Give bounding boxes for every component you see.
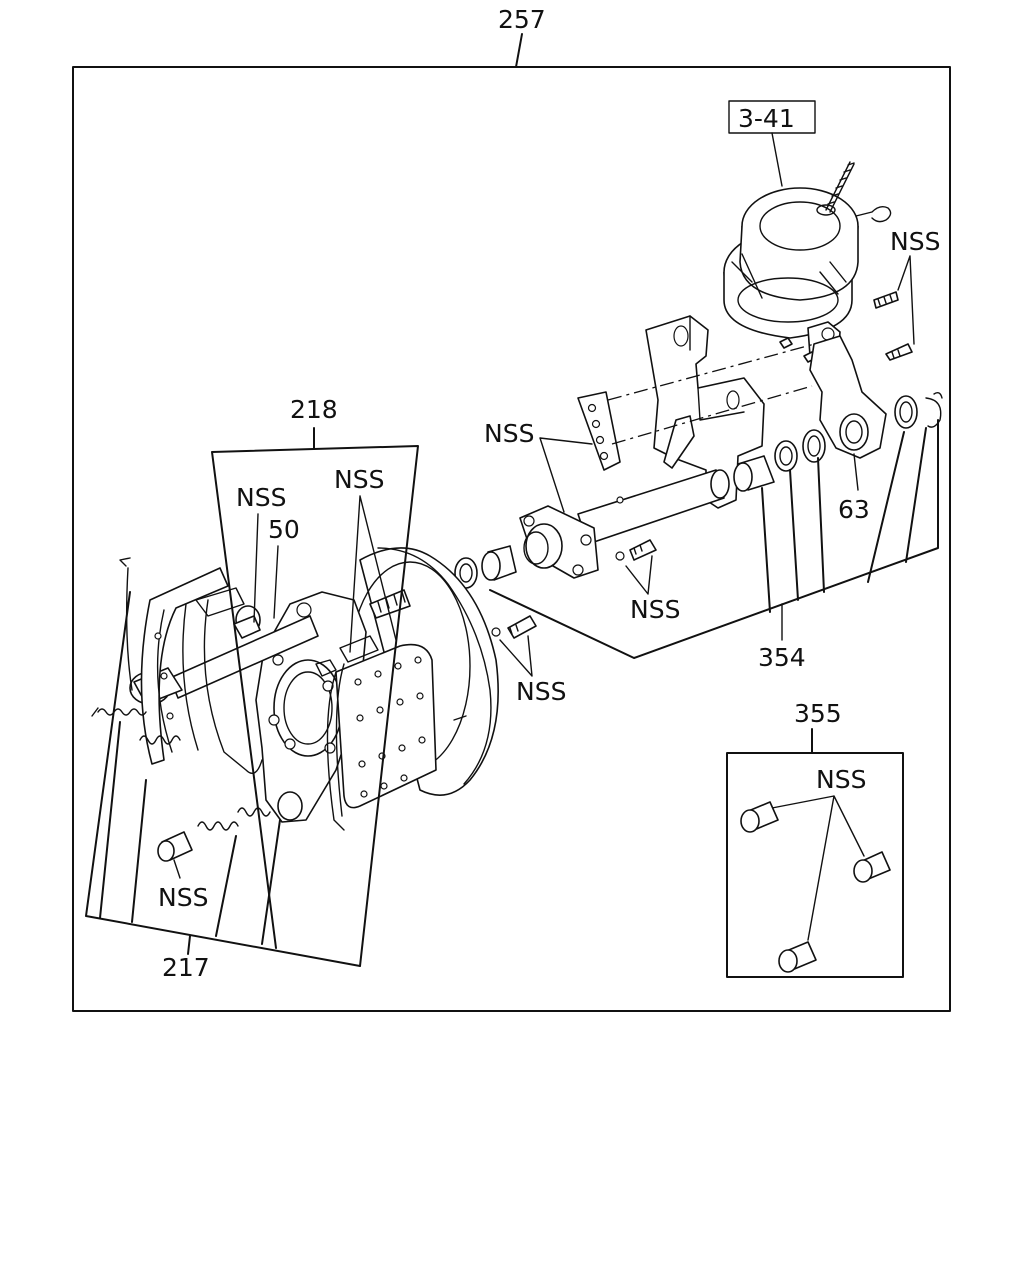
flange-bolt [615,539,657,561]
bushing-kit-nss-leader [771,795,865,941]
chamber-ref-leader [771,132,783,187]
support-bolt-nss-label: NSS [516,677,566,706]
drum-nss-leader [349,495,397,653]
return-spring-upper [91,707,181,745]
bracket-nss-leader [539,437,593,513]
anchor-stud [369,589,411,619]
chamber-bolt-upper [873,291,899,309]
spring-kit-label: 217 [162,953,210,982]
bracket-center-line-a [607,341,823,401]
retainer-wire [119,557,133,691]
return-spring-lower [197,807,271,831]
chamber-ref-label: 3-41 [738,104,795,133]
bracket-shim-plate [577,391,621,471]
flange-nss-leader [625,555,653,595]
camshaft-bushing-front [481,545,517,581]
bushing-354-label: 354 [758,643,806,672]
shoe-nss-label: NSS [236,483,286,512]
camshaft-bushing-354 [733,455,775,492]
support-bolt-nss-leader [499,635,533,677]
shoe-nss-leader [253,513,259,623]
shoe-kit-label: 218 [290,395,338,424]
camshaft-washer-a [774,440,798,472]
spring-kit-bracket [85,591,361,967]
chamber-bolt-nss-leader [897,255,915,345]
camshaft-bracket [645,315,765,509]
bracket-center-line-b [611,385,813,445]
chamber-bolt-lower [885,343,913,361]
bushing-nss-label: NSS [158,883,208,912]
drum-nss-label: NSS [334,465,384,494]
bushing-kit-label: 355 [794,699,842,728]
assembly-frame [72,66,951,1012]
bushing-kit-roller-c [778,941,817,973]
camshaft-kit-bracket [489,419,939,659]
slack-adjuster-label: 63 [838,495,870,524]
anchor-pin-leader [273,545,279,619]
slack-adjuster-leader [853,453,859,491]
roller-bushing [157,831,193,862]
bushing-kit-roller-a [740,801,779,833]
brake-shoe-front [326,635,437,831]
bushing-kit-nss-label: NSS [816,765,866,794]
bushing-kit-roller-b [853,851,891,883]
anchor-pin-label: 50 [268,515,300,544]
bushing-kit-frame [726,752,904,978]
snap-ring [925,397,942,428]
camshaft-tube [577,469,730,545]
spring-kit-bracket-apex [187,935,191,955]
camshaft-washer-b [802,429,826,463]
bushing-nss-leader [173,859,181,879]
assembly-number-label: 257 [498,5,546,34]
brake-chamber [723,161,892,369]
chamber-bolt-nss-label: NSS [890,227,940,256]
slack-washer [894,395,918,429]
camshaft-flange [519,505,599,579]
slack-adjuster [809,335,887,459]
support-bolt [491,615,537,639]
shoe-kit-bracket [211,445,419,967]
bracket-nss-label: NSS [484,419,534,448]
flange-nss-label: NSS [630,595,680,624]
assembly-leader [515,33,523,68]
